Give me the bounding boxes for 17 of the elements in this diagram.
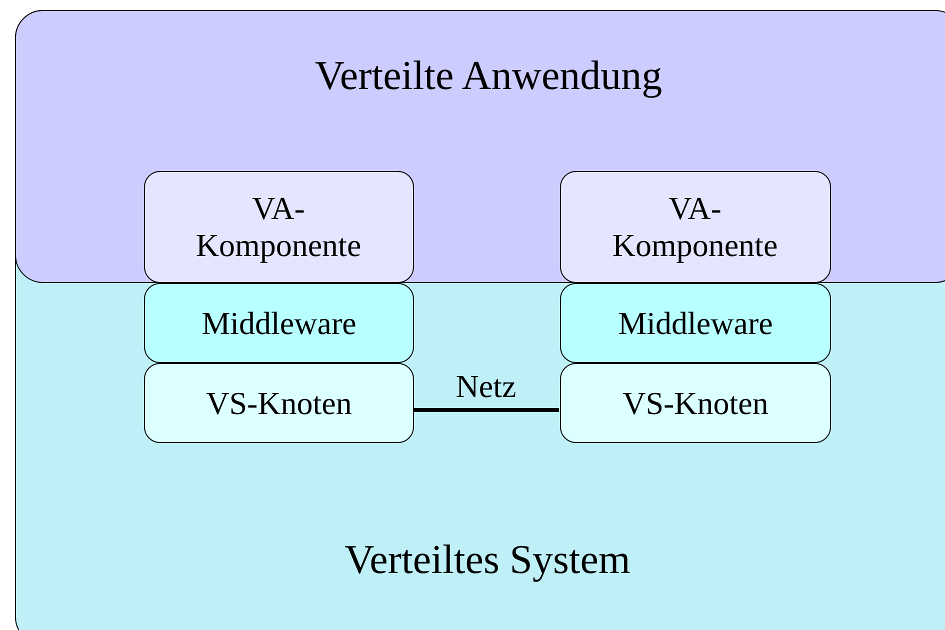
layer-box	[15, 10, 945, 630]
node-box	[144, 363, 414, 443]
box-label: Middleware	[618, 304, 773, 342]
component-box	[144, 170, 414, 282]
node-box	[560, 363, 831, 443]
box-label: VS-Knoten	[206, 384, 352, 422]
component-box	[560, 170, 830, 282]
layer-title: Verteilte Anwendung	[314, 52, 664, 98]
middleware-box	[144, 283, 414, 363]
layer-band	[14, 10, 945, 283]
box-label: Middleware	[202, 304, 356, 342]
box-label: VA- Komponente	[611, 190, 779, 264]
middleware-box	[560, 283, 831, 363]
box-label: VA- Komponente	[194, 190, 362, 264]
box-label: VS-Knoten	[622, 384, 768, 422]
layer-title: Verteiltes System	[344, 536, 632, 582]
network-line	[413, 408, 559, 412]
